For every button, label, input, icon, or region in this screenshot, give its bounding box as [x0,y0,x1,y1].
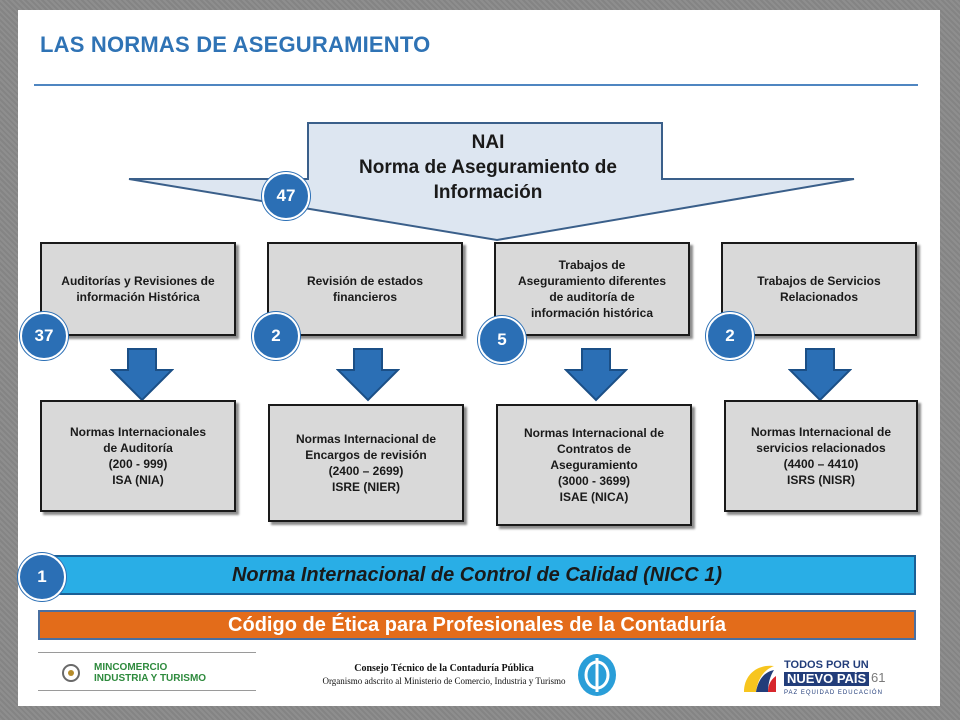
colombia-seal-icon [62,664,80,682]
nai-label: NAI Norma de Aseguramiento de Informació… [318,130,658,205]
standard-label: Normas Internacional de servicios relaci… [750,425,892,487]
page-number: 61 [871,670,886,685]
category-box-aseguramiento: Trabajos de Aseguramiento diferentes de … [494,242,690,336]
slide: LAS NORMAS DE ASEGURAMIENTO NAI Norma de… [18,10,940,706]
ctcp-name: Consejo Técnico de la Contaduría Pública [354,663,534,674]
ctcp-subtitle: Organismo adscrito al Ministerio de Come… [322,676,566,686]
title-divider [34,84,918,86]
nai-name-line2: Información [433,182,543,203]
tpunp-line3: PAZ EQUIDAD EDUCACIÓN [784,690,883,696]
standard-box-isa: Normas Internacionales de Auditoría (200… [40,400,236,512]
down-arrow-icon [788,348,852,402]
standard-box-isre: Normas Internacional de Encargos de revi… [268,404,464,522]
etica-label: Código de Ética para Profesionales de la… [228,613,726,636]
etica-bar: Código de Ética para Profesionales de la… [38,610,916,640]
nicc-label: Norma Internacional de Control de Calida… [231,563,723,586]
ctcp-logo-icon [578,654,616,696]
category-count-badge: 2 [706,312,754,360]
slide-title: LAS NORMAS DE ASEGURAMIENTO [40,32,431,57]
tpunp-line1: TODOS POR UN [784,659,869,671]
category-count-badge: 2 [252,312,300,360]
category-label: Trabajos de Aseguramiento diferentes de … [517,258,667,320]
standard-label: Normas Internacional de Encargos de revi… [295,432,437,494]
nai-count-badge: 47 [262,172,310,220]
category-label: Revisión de estados financieros [306,274,424,304]
category-label: Auditorías y Revisiones de información H… [61,274,215,304]
category-label: Trabajos de Servicios Relacionados [757,274,881,304]
mincomercio-logo: MINCOMERCIO INDUSTRIA Y TURISMO [62,662,206,684]
category-count-badge: 5 [478,316,526,364]
mincomercio-line1: MINCOMERCIO [94,662,168,673]
ctcp-credit: Consejo Técnico de la Contaduría Pública… [314,662,574,688]
down-arrow-icon [110,348,174,402]
nai-name-line1: Norma de Aseguramiento de [359,157,617,178]
standard-label: Normas Internacional de Contratos de Ase… [523,426,665,504]
colombia-flag-swoosh-icon [744,665,776,692]
footer-divider [38,690,256,691]
category-box-servicios: Trabajos de Servicios Relacionados [721,242,917,336]
tpunp-line2: NUEVO PAÍS [784,672,870,686]
category-count-badge: 37 [20,312,68,360]
standard-label: Normas Internacionales de Auditoría (200… [69,425,207,487]
nai-abbrev: NAI [471,132,505,153]
todos-por-un-nuevo-pais-logo: TODOS POR UN NUEVO PAÍS PAZ EQUIDAD EDUC… [740,658,883,700]
mincomercio-line2: INDUSTRIA Y TURISMO [94,673,207,684]
nicc-bar: Norma Internacional de Control de Calida… [38,555,916,595]
standard-box-isrs: Normas Internacional de servicios relaci… [724,400,918,512]
standard-box-isae: Normas Internacional de Contratos de Ase… [496,404,692,526]
down-arrow-icon [564,348,628,402]
category-box-auditorias: Auditorías y Revisiones de información H… [40,242,236,336]
category-box-revision: Revisión de estados financieros [267,242,463,336]
down-arrow-icon [336,348,400,402]
nicc-count-badge: 1 [18,553,66,601]
footer-divider [38,652,256,653]
